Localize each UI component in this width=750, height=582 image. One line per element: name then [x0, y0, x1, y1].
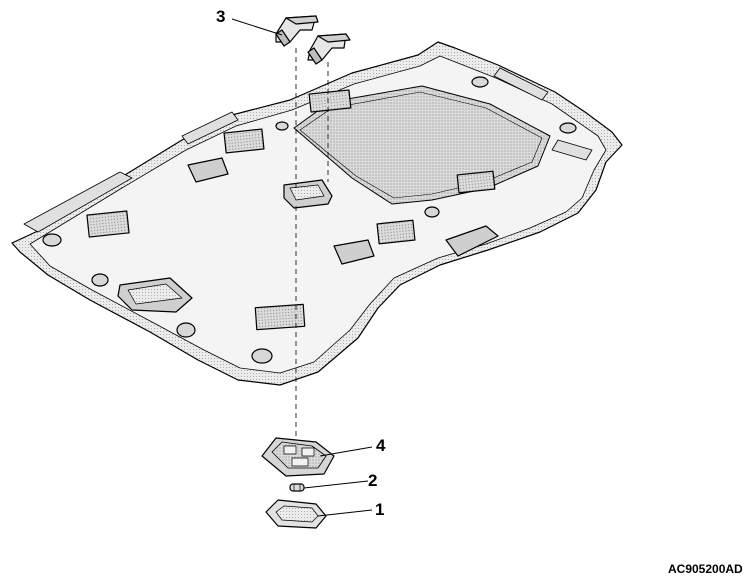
- callout-leaders: [231, 18, 373, 517]
- headliner-panel: [11, 41, 623, 386]
- bulb-part-2: [289, 483, 305, 492]
- callout-1: 1: [375, 500, 385, 519]
- lens-part-1: [265, 499, 327, 529]
- callout-3: 3: [216, 7, 226, 26]
- callout-4: 4: [376, 436, 386, 455]
- figure-code: AC905200AD: [668, 562, 743, 576]
- callout-2: 2: [368, 471, 378, 490]
- alignment-lines: [295, 48, 329, 440]
- dome-lamp-housing-part-4: [261, 437, 335, 477]
- bracket-part-3: [275, 15, 351, 65]
